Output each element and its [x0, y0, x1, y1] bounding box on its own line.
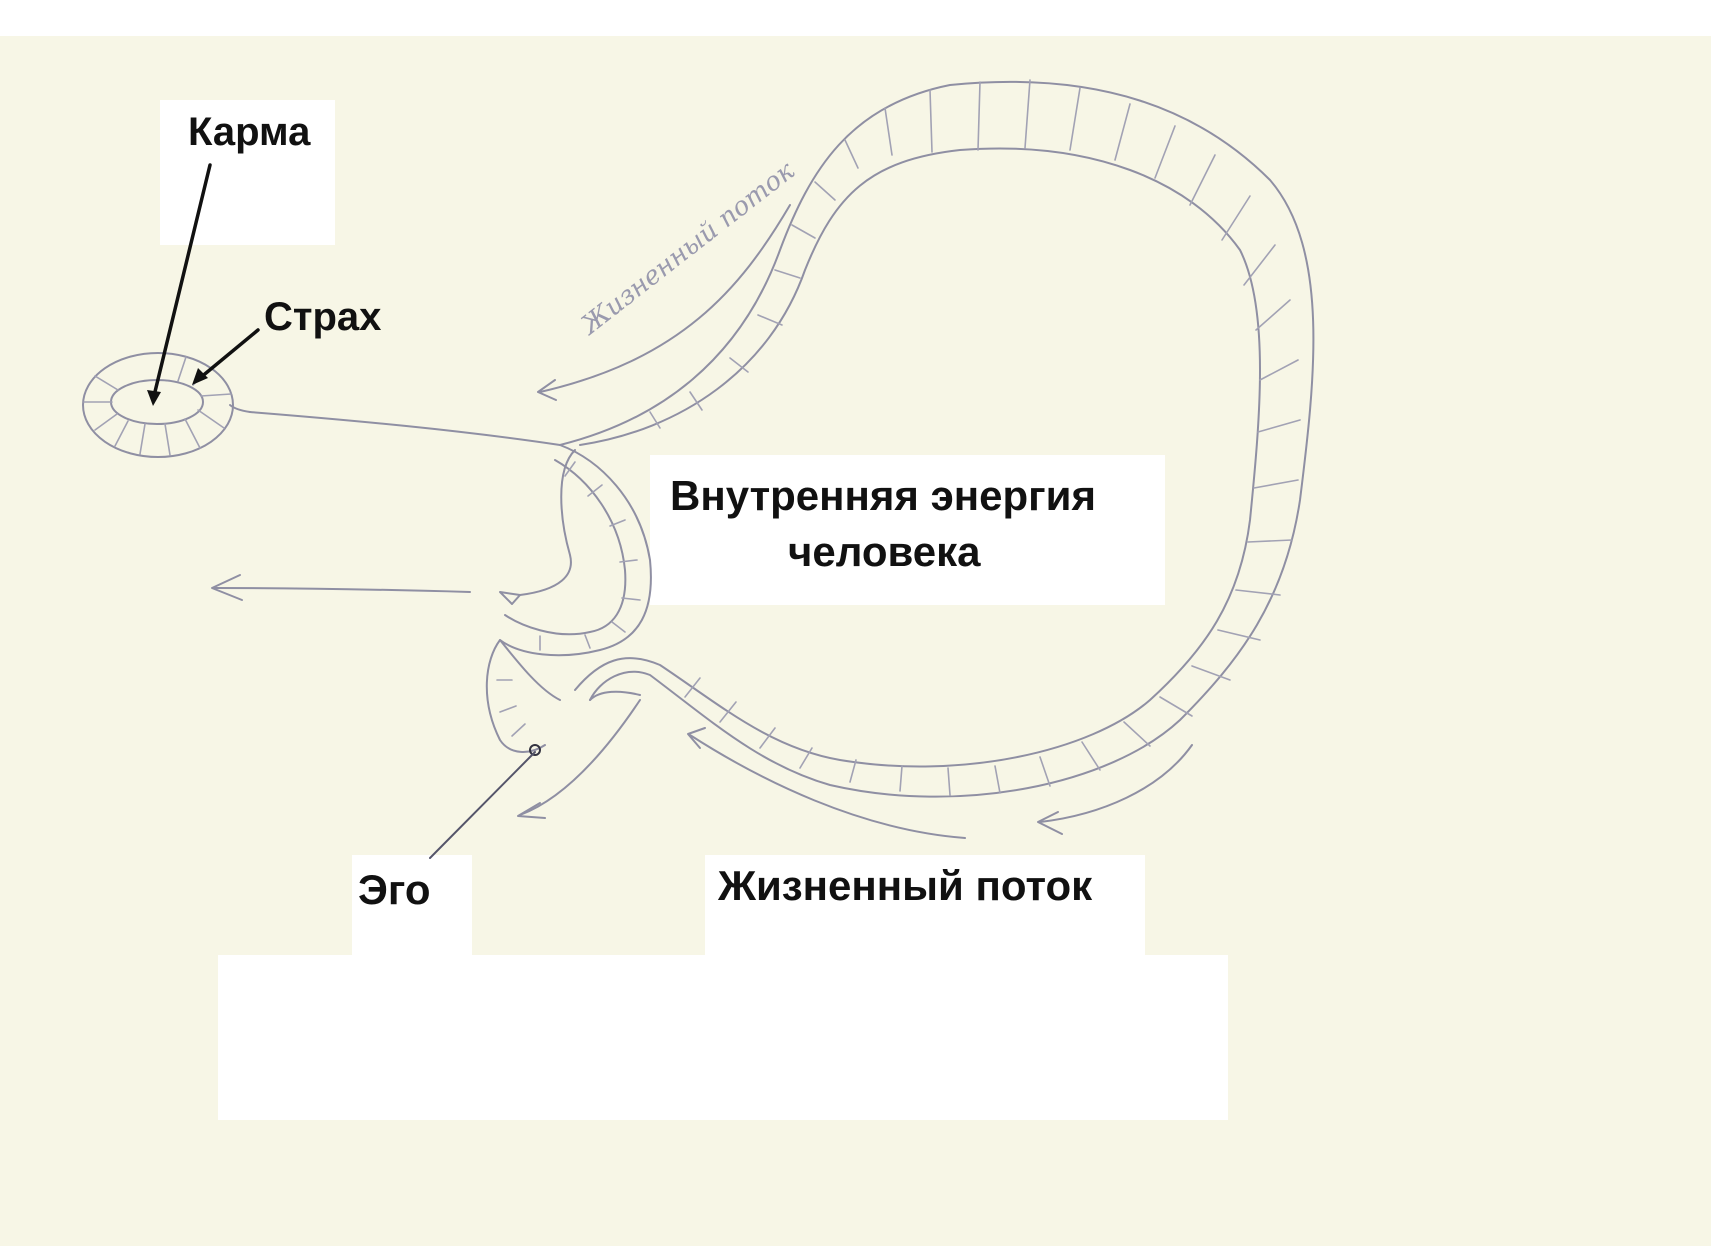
stream-line — [249, 411, 561, 446]
flow-arrows — [211, 204, 1193, 839]
karma-pointer — [151, 163, 212, 402]
loop-hatching — [649, 79, 1301, 796]
label-patch-karma — [160, 100, 335, 245]
label-patch-life-flow — [705, 855, 1145, 955]
karma-label: Карма — [188, 110, 311, 154]
blank-patch-bottom — [218, 955, 1228, 1120]
inner-energy-label-line2: человека — [788, 528, 981, 575]
handwritten-flow-note: Жизненный поток — [574, 156, 800, 342]
life-flow-label: Жизненный поток — [718, 862, 1093, 909]
fear-label: Страх — [264, 295, 382, 339]
label-patch-ego — [352, 855, 472, 955]
karma-fear-ring — [82, 352, 251, 458]
main-energy-loop — [559, 79, 1315, 798]
fear-pointer — [198, 328, 260, 380]
label-patch-inner-energy — [650, 455, 1165, 605]
fold-hatching — [496, 461, 641, 737]
ego-fold — [485, 444, 652, 756]
ego-label: Эго — [358, 866, 431, 913]
ego-pointer — [429, 751, 536, 859]
inner-energy-label-line1: Внутренняя энергия — [670, 472, 1096, 519]
